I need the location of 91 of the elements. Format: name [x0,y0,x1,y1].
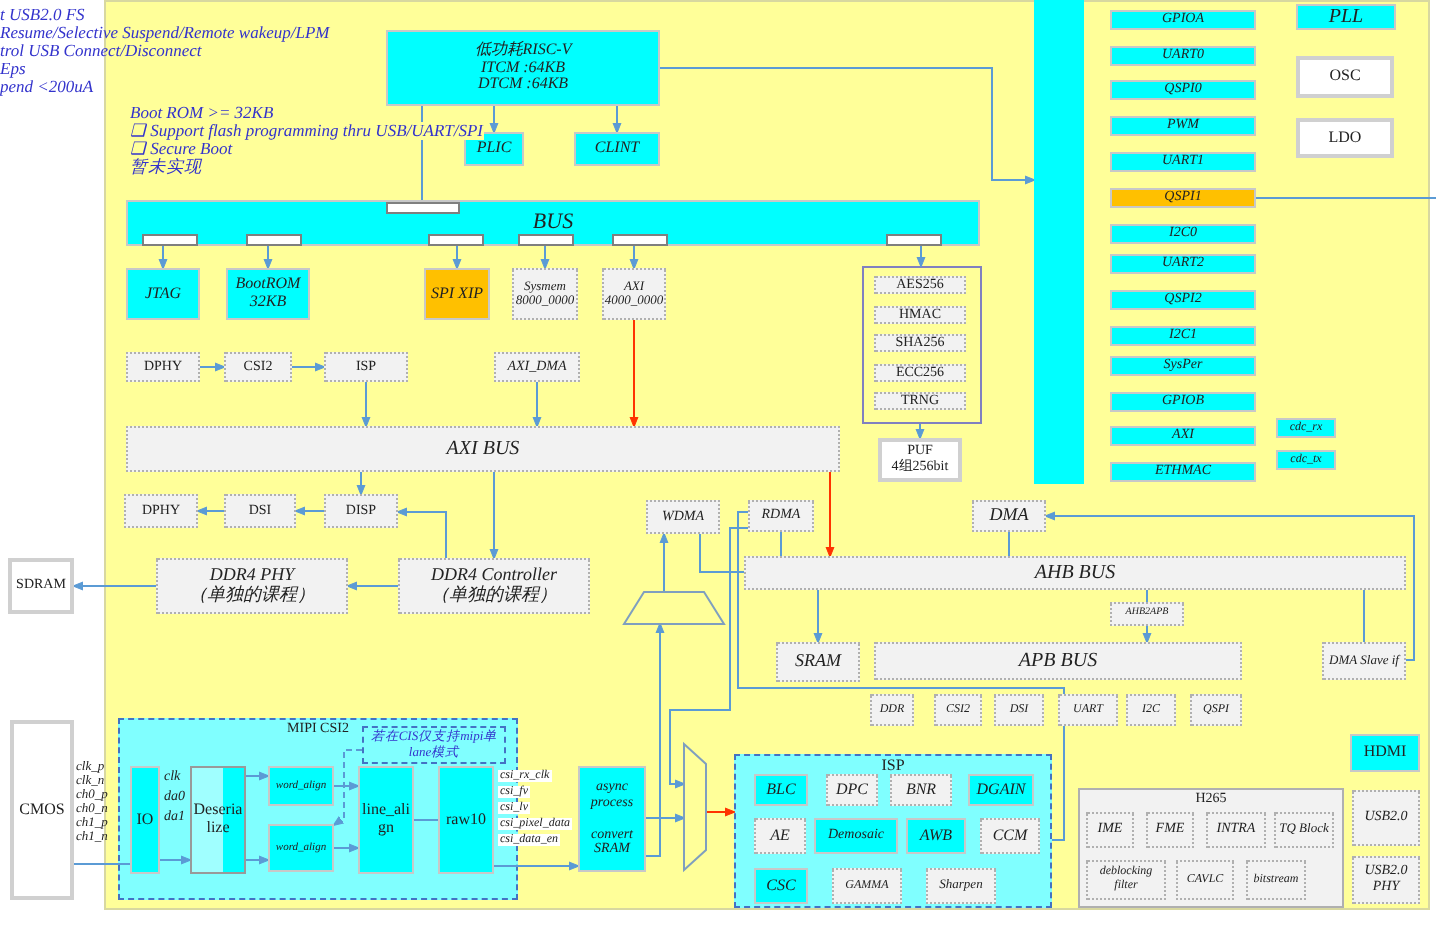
bus-bar: AXI BUS [126,426,840,472]
arrow [263,245,273,270]
arrow [199,362,226,372]
block-box: LDO [1296,118,1394,158]
arrow [333,843,360,853]
block-box: line_align [358,766,414,874]
arrow [158,245,168,270]
arrow [532,381,542,428]
arrow [333,781,360,791]
block-box: OSC [1296,56,1394,98]
connector-line [737,511,1065,841]
block-box: SRAM [776,642,860,682]
block-box: IO [130,766,160,874]
arrow [396,507,447,559]
arrow [669,527,749,789]
arrow [659,532,669,593]
arrow [452,245,462,270]
mux-symbol [624,592,724,624]
arrow [659,67,1036,185]
arrow [1044,511,1415,661]
arrow [629,319,639,428]
block-box: CLINT [574,132,660,166]
connector-line [413,819,439,821]
arrow [813,589,823,644]
arrow [291,362,326,372]
connector-line [1008,531,1010,557]
cpu-box: 低功耗RISC-V ITCM :64KB DTCM :64KB [386,30,660,106]
block-box: CCM [980,818,1040,854]
arrow [196,506,225,516]
block-box: AWB [906,818,966,854]
block-box: HDMI [1350,734,1420,772]
group-frame [1078,788,1344,908]
connector-line [780,531,782,557]
group-frame [862,266,982,424]
connector-line [1146,589,1148,603]
arrow [356,471,366,496]
arrow [361,381,371,428]
arrow [294,506,325,516]
annotation-text: ❑ Support flash programming thru USB/UART/SPI [130,122,484,139]
block-box: CSC [754,868,808,904]
block-box: DGAIN [968,774,1034,806]
block-box: BNR [890,774,952,806]
arrow [72,581,157,591]
connector-line [73,863,131,865]
arrow [346,581,399,591]
group-frame [734,754,1052,908]
arrow [245,771,270,781]
block-box: DDR4 Controller （单独的课程） [398,558,590,614]
block-box: DPC [826,774,878,806]
connector-line [1363,589,1365,643]
arrow [540,245,550,270]
bus-bar: AHB BUS [744,556,1406,590]
sensor-box: CMOS [10,720,74,900]
annotation-text: Boot ROM >= 32KB [130,104,274,121]
arrow [612,105,622,134]
block-box: raw10 [438,766,494,874]
arrow [825,471,835,558]
connector-line [1255,197,1437,199]
connector-line [699,533,745,573]
annotation-text: ❑ Secure Boot [130,140,233,157]
block-box: JTAG [126,268,200,320]
arrow [489,105,499,134]
arrow [645,813,686,823]
block-box: PLL [1296,4,1396,30]
arrow [629,245,639,270]
annotation-text: Eps [0,60,26,77]
arrow [159,855,192,865]
annotation-text: 暂未实现 [130,158,202,175]
bus-bar [1034,0,1084,484]
annotation-text: t USB2.0 FS [0,6,85,23]
annotation-text: trol USB Connect/Disconnect [0,42,202,59]
arrow [916,245,926,268]
block-box: DMA [972,500,1046,532]
annotation-text: Resume/Selective Suspend/Remote wakeup/LPM [0,24,330,41]
arrow [489,471,499,560]
arrow [245,855,270,865]
bus-bar: BUS [126,200,980,246]
bus-bar: APB BUS [874,642,1242,680]
block-box: BLC [754,774,808,806]
arrow [1142,625,1152,644]
arrow [645,622,665,857]
arrow [493,861,580,871]
block-box: AE [754,818,806,854]
group-title: ISP [881,758,905,776]
block-box: BootROM 32KB [226,268,310,320]
arrow [705,807,736,817]
block-box: SPI XIP [424,268,490,320]
arrow [915,423,925,440]
block-box: DDR4 PHY （单独的课程） [156,558,348,614]
mux-symbol [684,744,706,870]
leader-arrow [332,749,363,827]
